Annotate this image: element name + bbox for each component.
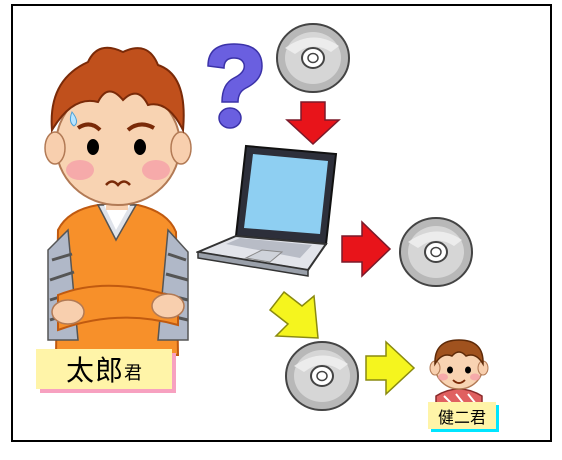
question-mark-icon [207,43,263,129]
worried-boy-icon [44,46,192,356]
label-box: 太郎君 [36,349,172,389]
kenji-name-text: 健二君 [428,402,496,429]
child-icon [429,339,489,404]
laptop-icon [196,144,338,277]
arrow-right-icon [341,220,392,278]
kenji-name-label: 健二君 [428,402,500,432]
taro-name-label: 太郎君 [36,349,176,393]
dvd-disc-icon [399,217,473,287]
dvd-disc-icon [276,23,350,93]
arrow-down-icon [285,101,341,146]
taro-suffix-text: 君 [124,363,142,384]
dvd-disc-icon [285,341,359,411]
arrow-right-icon [365,340,416,396]
taro-name-text: 太郎 [65,354,124,387]
arrow-diagonal-icon [268,290,319,339]
